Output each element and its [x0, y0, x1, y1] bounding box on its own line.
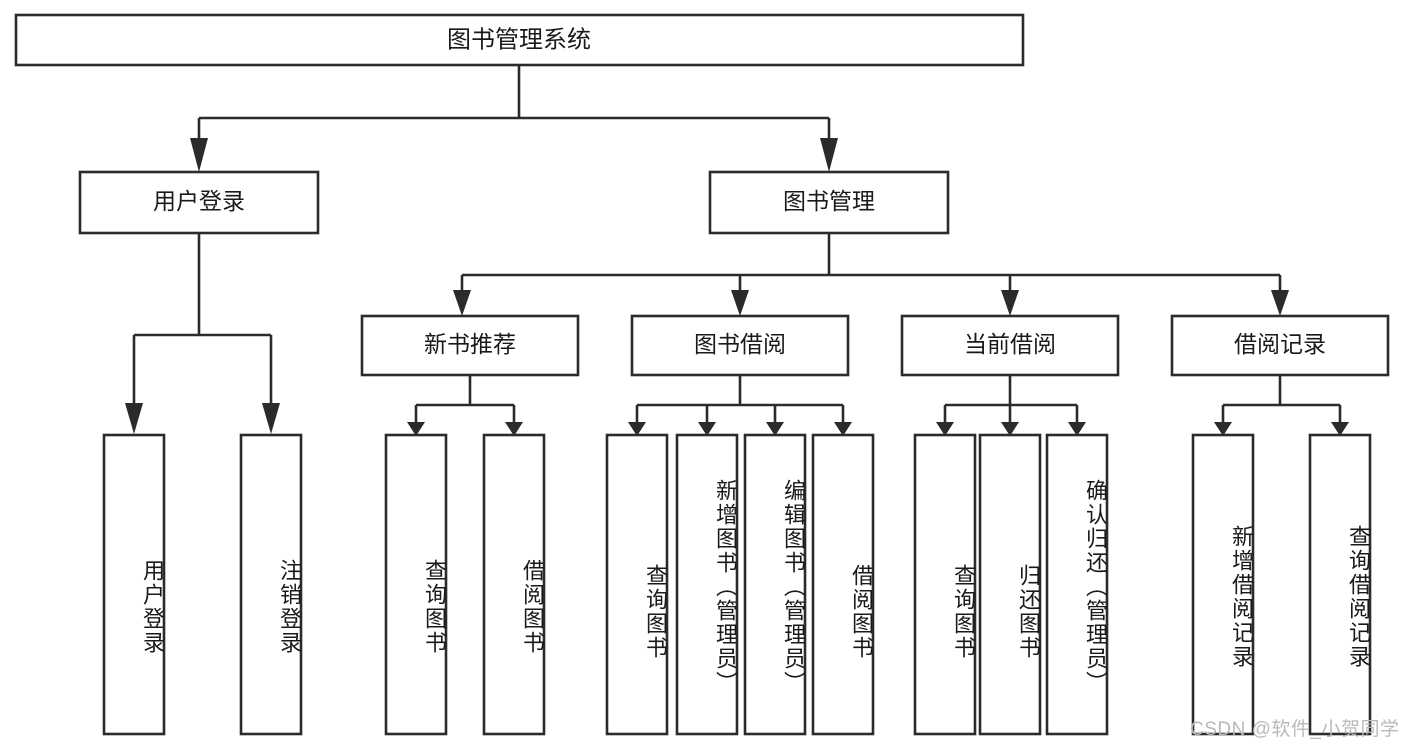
arrowhead-layer [125, 138, 1349, 436]
node-new-book-recommend[interactable] [360, 314, 580, 377]
arrow-icon-leaf-borrow-book-2 [834, 422, 852, 436]
leaf-edit-book-admin[interactable] [743, 433, 807, 736]
arrow-icon-to-borrow-record [1271, 290, 1289, 316]
leaf-add-borrow-record[interactable] [1191, 433, 1255, 736]
arrow-icon-leaf-borrow-book-1 [505, 422, 523, 436]
node-book-borrow[interactable] [630, 314, 850, 377]
node-borrow-record[interactable] [1170, 314, 1390, 377]
leaf-add-book-admin[interactable] [675, 433, 739, 736]
arrow-icon-leaf-return-book [1001, 422, 1019, 436]
leaf-borrow-book-2[interactable] [811, 433, 875, 736]
leaf-return-book[interactable] [978, 433, 1042, 736]
leaf-query-book-3[interactable] [913, 433, 977, 736]
node-borrow-record-label: 借阅记录 [1234, 331, 1326, 357]
leaf-query-book-1[interactable] [384, 433, 448, 736]
node-layer: 图书管理系统 用户登录 图书管理 新书推荐 图书借阅 当前借阅 借阅记录 [14, 13, 1390, 736]
arrow-icon-leaf-logout [262, 403, 280, 434]
node-current-borrow[interactable] [900, 314, 1120, 377]
node-root[interactable] [14, 13, 1025, 67]
leaf-logout[interactable] [239, 433, 303, 736]
node-user-login-label: 用户登录 [153, 188, 245, 214]
leaf-borrow-book-1[interactable] [482, 433, 546, 736]
arrow-icon-leaf-query-book-2 [628, 422, 646, 436]
arrow-icon-leaf-query-borrow-record [1331, 422, 1349, 436]
leaf-user-login[interactable] [102, 433, 166, 736]
node-current-borrow-label: 当前借阅 [964, 331, 1056, 357]
watermark-text: CSDN @软件_小贺同学 [1190, 719, 1400, 740]
arrow-icon-to-user-login [190, 138, 208, 172]
arrow-icon-to-book-borrow [731, 290, 749, 316]
arrow-icon-leaf-query-book-3 [936, 422, 954, 436]
leaf-query-borrow-record[interactable] [1308, 433, 1372, 736]
leaf-confirm-return-admin[interactable] [1045, 433, 1109, 736]
leaf-query-book-2[interactable] [605, 433, 669, 736]
node-book-management-label: 图书管理 [783, 188, 875, 214]
arrow-icon-leaf-add-book-admin [698, 422, 716, 436]
node-book-borrow-label: 图书借阅 [694, 331, 786, 357]
arrow-icon-leaf-add-borrow-record [1214, 422, 1232, 436]
arrow-icon-to-current-borrow [1001, 290, 1019, 316]
arrow-icon-to-new-book-recommend [453, 290, 471, 316]
connector-layer [132, 65, 1342, 422]
node-root-label: 图书管理系统 [447, 26, 591, 53]
node-user-login[interactable] [78, 170, 320, 235]
node-book-management[interactable] [708, 170, 950, 235]
arrow-icon-leaf-query-book-1 [407, 422, 425, 436]
arrow-icon-leaf-user-login [125, 403, 143, 434]
arrow-icon-leaf-edit-book-admin [766, 422, 784, 436]
arrow-icon-to-book-management [820, 138, 838, 172]
arrow-icon-leaf-confirm-return-admin [1068, 422, 1086, 436]
node-new-book-recommend-label: 新书推荐 [424, 331, 516, 357]
